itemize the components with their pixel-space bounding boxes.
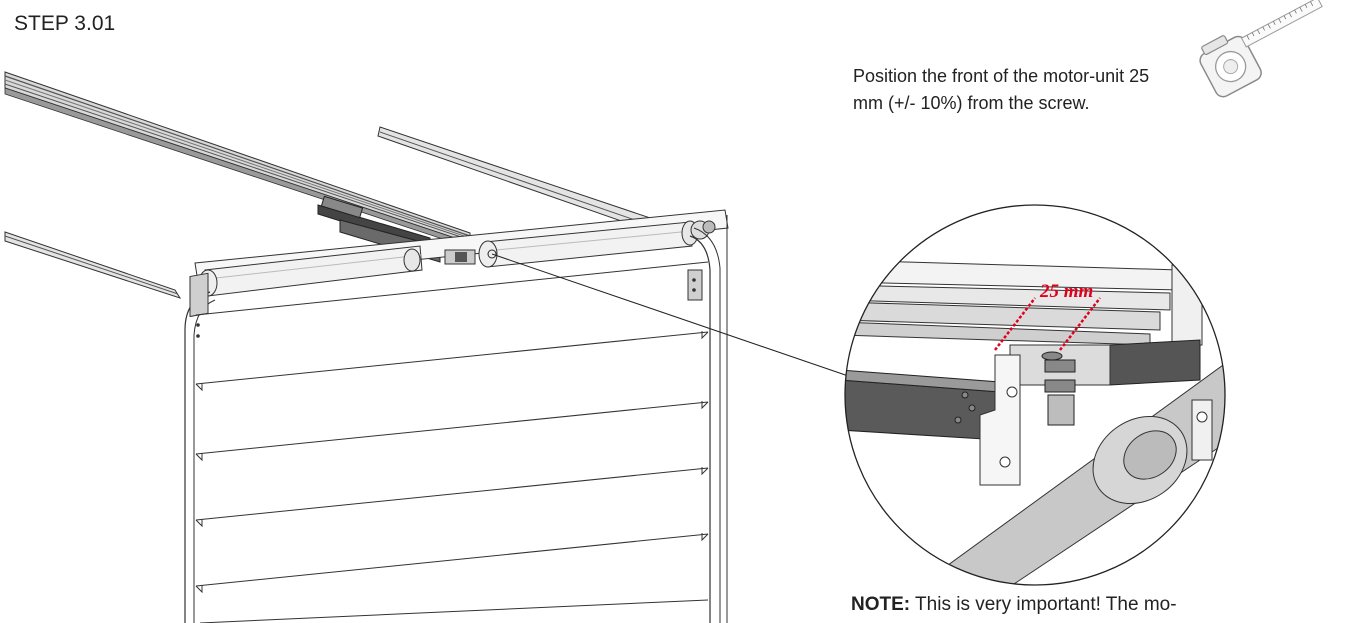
detail-circle-outline [844,204,1226,586]
note-label: NOTE: [851,594,911,615]
detail-magnifier [845,205,1225,585]
detail-origin-marker [487,249,497,259]
tape-measure-icon [1199,0,1323,98]
step-label: STEP 3.01 [14,12,116,35]
note-text: NOTE: This is very important! The mo- [851,592,1331,618]
instruction-text: Position the front of the motor-unit 25 … [853,66,1150,113]
detail-leader-line [491,253,861,381]
note-body: This is very important! The mo- [915,594,1177,615]
torsion-shaft [198,220,716,297]
left-horizontal-track [4,231,182,299]
measurement-label: 25 mm [1040,281,1094,302]
opener-rail [4,71,471,249]
door-panels [195,261,709,623]
